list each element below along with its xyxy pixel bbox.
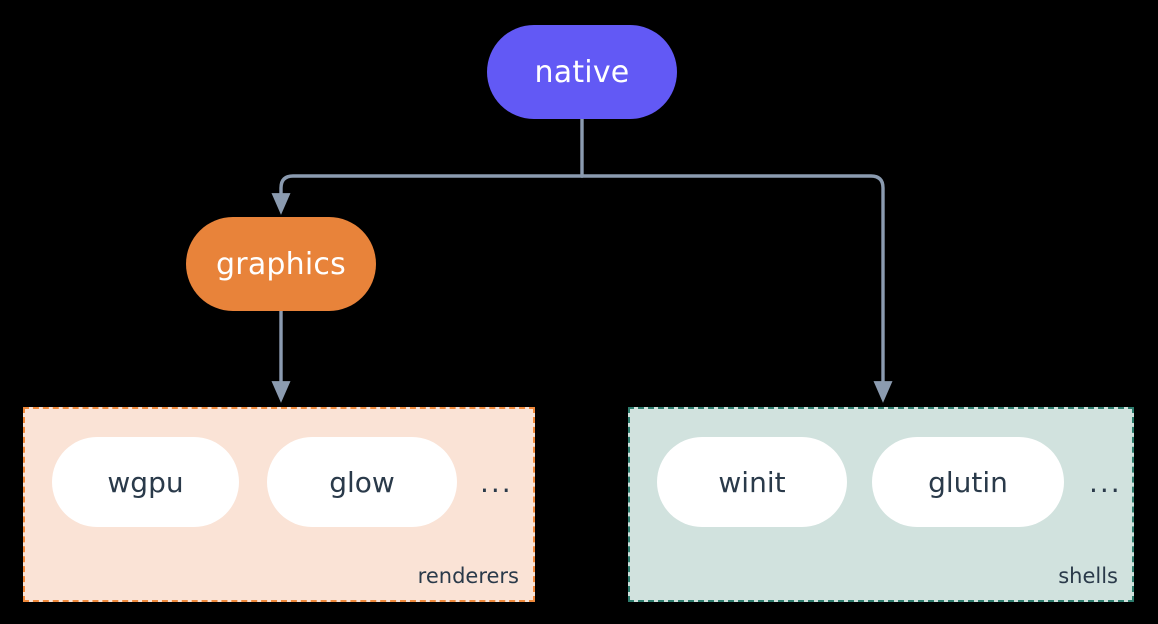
- edge-native-to-graphics: [271, 174, 584, 215]
- leaf-node-glow-label: glow: [329, 465, 395, 499]
- edge-native-to-shells: [580, 174, 893, 403]
- cluster-renderers-body: wgpu glow ... renderers: [25, 409, 533, 600]
- leaf-node-wgpu[interactable]: wgpu: [52, 437, 239, 527]
- node-graphics-label: graphics: [216, 246, 346, 282]
- node-native-label: native: [534, 54, 630, 90]
- cluster-renderers[interactable]: wgpu glow ... renderers: [23, 407, 535, 602]
- leaf-node-winit-label: winit: [718, 465, 786, 499]
- leaf-node-winit[interactable]: winit: [657, 437, 847, 527]
- cluster-shells-body: winit glutin ... shells: [630, 409, 1132, 600]
- shells-overflow-ellipsis: ...: [1089, 466, 1122, 499]
- node-graphics[interactable]: graphics: [186, 217, 376, 311]
- node-native[interactable]: native: [487, 25, 677, 119]
- leaf-node-wgpu-label: wgpu: [107, 465, 184, 499]
- cluster-shells-label: shells: [1058, 564, 1118, 588]
- cluster-shells[interactable]: winit glutin ... shells: [628, 407, 1134, 602]
- leaf-node-glutin[interactable]: glutin: [872, 437, 1064, 527]
- leaf-node-glutin-label: glutin: [928, 465, 1008, 499]
- cluster-renderers-label: renderers: [417, 564, 519, 588]
- leaf-node-glow[interactable]: glow: [267, 437, 457, 527]
- renderers-overflow-ellipsis: ...: [480, 466, 513, 499]
